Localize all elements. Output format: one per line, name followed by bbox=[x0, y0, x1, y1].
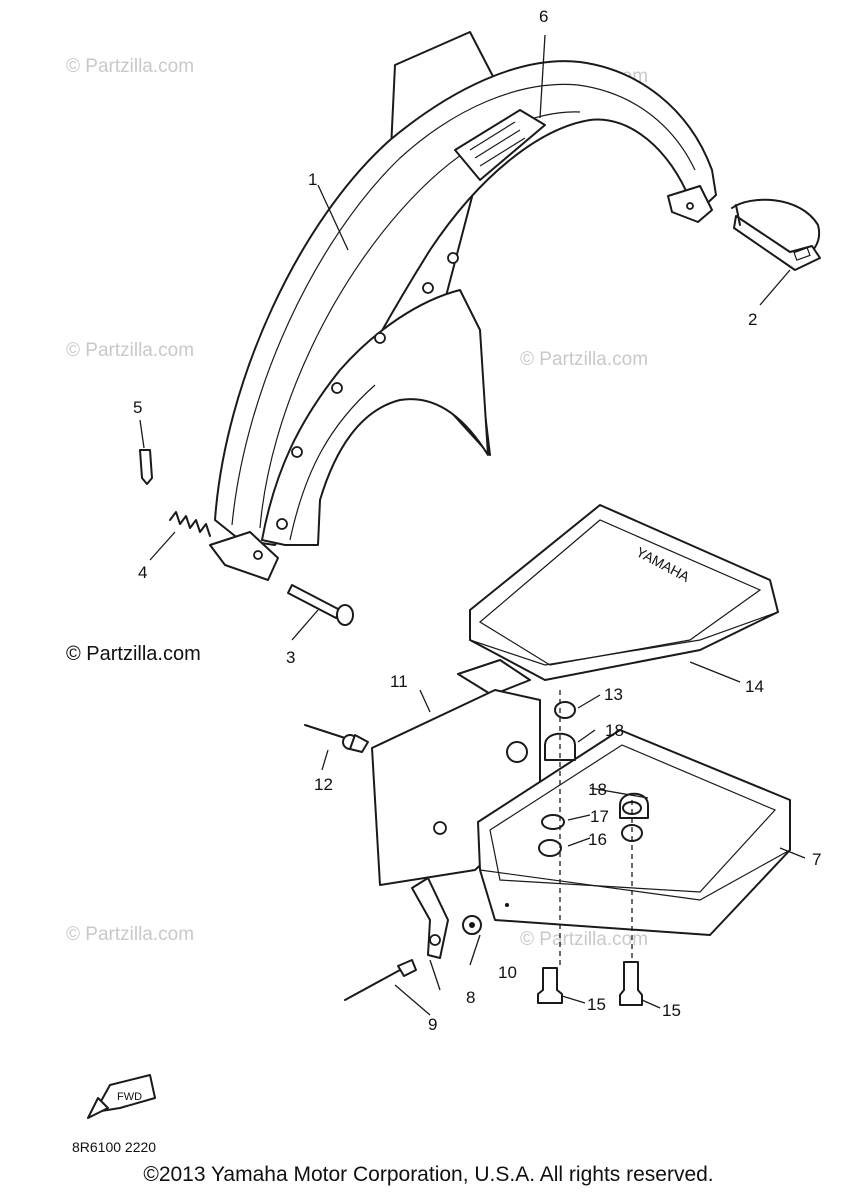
watermark: © Partzilla.com bbox=[520, 929, 648, 950]
callout-18: 18 bbox=[605, 721, 624, 740]
callout-18-b: 18 bbox=[588, 780, 607, 799]
part-box-cover: YAMAHA bbox=[457, 504, 779, 696]
part-bolts-15 bbox=[537, 961, 643, 1006]
forward-arrow: FWD bbox=[87, 1074, 156, 1119]
callout-9: 9 bbox=[428, 1015, 437, 1034]
arrow-label: FWD bbox=[117, 1091, 142, 1103]
callout-15-b: 15 bbox=[662, 1001, 681, 1020]
part-clip bbox=[731, 198, 821, 271]
callout-1: 1 bbox=[308, 170, 317, 189]
part-chain-guard bbox=[209, 31, 717, 581]
callout-14: 14 bbox=[745, 677, 764, 696]
part-screw-9 bbox=[344, 959, 417, 1001]
callout-8: 8 bbox=[466, 988, 475, 1007]
callout-4: 4 bbox=[138, 563, 147, 582]
callout-6: 6 bbox=[539, 7, 548, 26]
watermark: © Partzilla.com bbox=[66, 56, 194, 77]
part-washer-10 bbox=[462, 915, 482, 935]
part-pin bbox=[287, 584, 354, 626]
part-cotter-pin bbox=[139, 449, 153, 485]
part-spring bbox=[169, 511, 211, 537]
callout-15: 15 bbox=[587, 995, 606, 1014]
copyright-notice: ©2013 Yamaha Motor Corporation, U.S.A. A… bbox=[143, 1163, 714, 1186]
callout-2: 2 bbox=[748, 310, 757, 329]
watermark: © Partzilla.com bbox=[66, 340, 194, 361]
callout-17: 17 bbox=[590, 807, 609, 826]
callout-3: 3 bbox=[286, 648, 295, 667]
callout-7: 7 bbox=[812, 850, 821, 869]
part-bracket bbox=[411, 877, 449, 959]
callout-labels: 1 2 3 4 5 6 7 8 9 10 11 12 13 14 15 15 1… bbox=[133, 7, 821, 1034]
watermark: © Partzilla.com bbox=[520, 349, 648, 370]
callout-12: 12 bbox=[314, 775, 333, 794]
parts-diagram: © Partzilla.com © Partzilla.com © Partzi… bbox=[66, 7, 821, 1155]
leader-lines bbox=[139, 34, 806, 1016]
watermark: © Partzilla.com bbox=[66, 924, 194, 945]
callout-11: 11 bbox=[390, 672, 408, 691]
callout-5: 5 bbox=[133, 398, 142, 417]
callout-16: 16 bbox=[588, 830, 607, 849]
part-code: 8R6100 2220 bbox=[72, 1139, 156, 1155]
callout-13: 13 bbox=[604, 685, 623, 704]
part-bolt-12 bbox=[304, 724, 369, 753]
callout-10: 10 bbox=[498, 963, 517, 982]
watermark-dark: © Partzilla.com bbox=[66, 643, 201, 665]
